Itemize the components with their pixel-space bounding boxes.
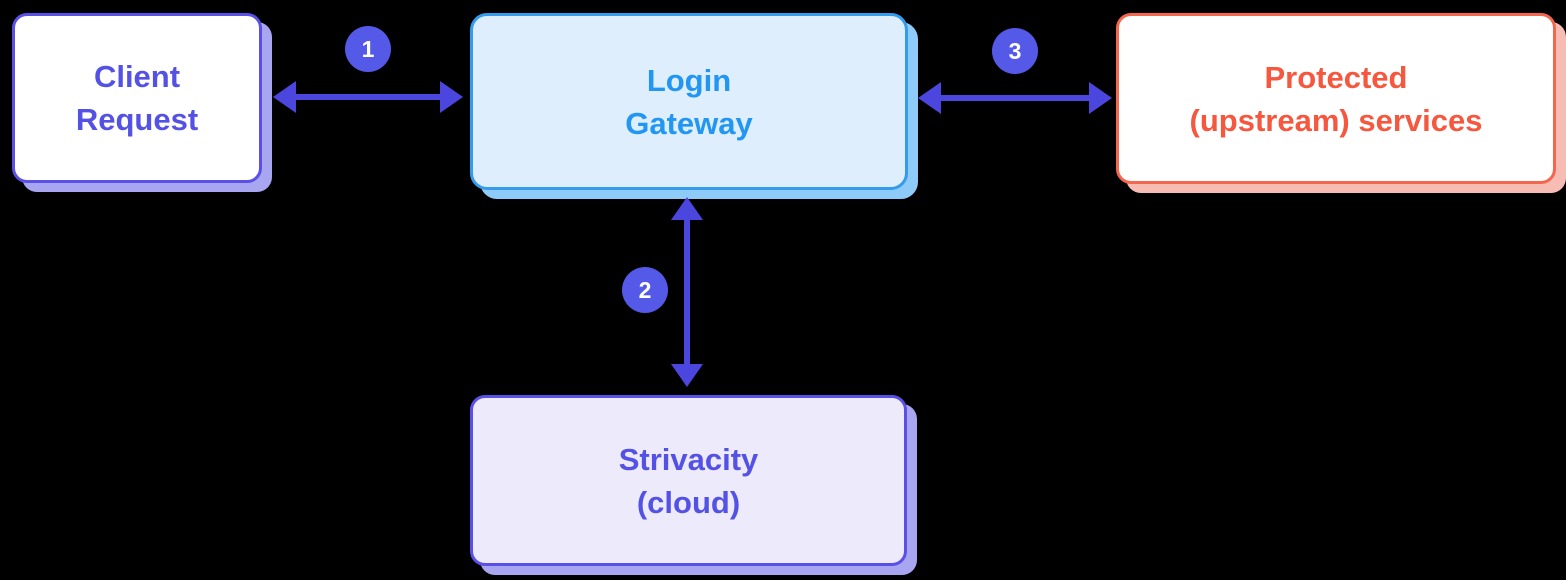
arrow-gateway-strivacity — [671, 197, 703, 387]
node-login-gateway: Login Gateway — [470, 13, 908, 190]
arrow-gateway-protected — [918, 82, 1112, 114]
arrowhead-right-icon — [440, 81, 463, 113]
node-protected-services: Protected (upstream) services — [1116, 13, 1556, 184]
node-protected-services-line1: Protected — [1264, 59, 1408, 95]
node-client-request: Client Request — [12, 13, 262, 183]
step-badge-3: 3 — [992, 28, 1038, 74]
node-strivacity-cloud: Strivacity (cloud) — [470, 395, 907, 566]
arrow-client-gateway — [273, 81, 463, 113]
arrowhead-down-icon — [671, 364, 703, 387]
arrowhead-left-icon — [273, 81, 296, 113]
arrow-gateway-strivacity-shaft — [684, 213, 690, 371]
arrowhead-right-icon — [1089, 82, 1112, 114]
node-strivacity-cloud-line2: (cloud) — [636, 484, 741, 520]
step-badge-1: 1 — [345, 26, 391, 72]
step-badge-2-label: 2 — [638, 276, 652, 303]
node-login-gateway-line2: Gateway — [625, 105, 753, 141]
step-badge-3-label: 3 — [1008, 37, 1022, 64]
node-strivacity-cloud-line1: Strivacity — [618, 441, 759, 477]
arrowhead-left-icon — [918, 82, 941, 114]
step-badge-2: 2 — [622, 267, 668, 313]
node-client-request-line2: Request — [75, 102, 199, 137]
arrow-gateway-protected-shaft — [934, 95, 1096, 101]
step-badge-1-label: 1 — [361, 35, 375, 62]
node-login-gateway-line1: Login — [646, 62, 732, 98]
node-protected-services-line2: (upstream) services — [1189, 102, 1483, 138]
node-client-request-line1: Client — [93, 59, 181, 94]
arrowhead-up-icon — [671, 197, 703, 220]
arrow-client-gateway-shaft — [289, 94, 447, 100]
